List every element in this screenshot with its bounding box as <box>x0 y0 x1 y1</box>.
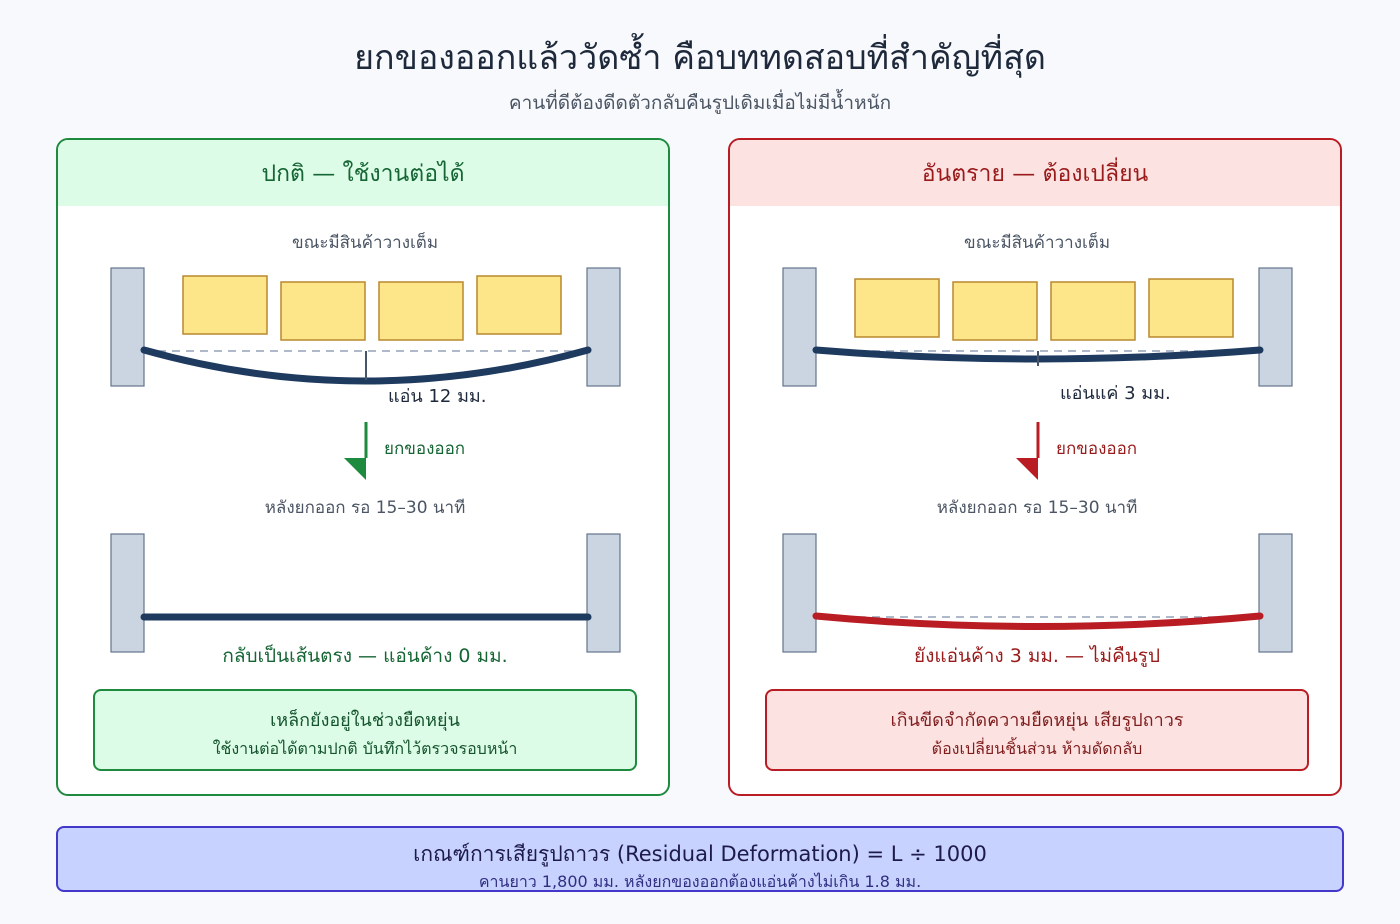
cargo-box-3 <box>1050 281 1136 341</box>
criterion-title: เกณฑ์การเสียรูปถาวร (Residual Deformatio… <box>413 842 987 866</box>
cargo-box-4 <box>476 275 562 335</box>
loaded-beam <box>140 346 592 385</box>
left-upright <box>782 267 817 387</box>
right-upright-after <box>1258 533 1293 653</box>
after-state-label: หลังยกออก รอ 15–30 นาที <box>265 498 466 518</box>
panel-normal: ขณะมีสินค้าวางเต็ม แอ่น 12 มม. ยกของออก … <box>56 138 670 796</box>
result-label: ยังแอ่นค้าง 3 มม. — ไม่คืนรูป <box>914 645 1160 667</box>
note-line-1: เหล็กยังอยู่ในช่วงยืดหยุ่น <box>270 710 460 731</box>
cargo-box-3 <box>378 281 464 341</box>
loaded-state-label: ขณะมีสินค้าวางเต็ม <box>292 231 438 253</box>
unload-arrow-label: ยกของออก <box>384 439 465 459</box>
right-upright <box>586 267 621 387</box>
note-line-2: ใช้งานต่อได้ตามปกติ บันทึกไว้ตรวจรอบหน้า <box>212 739 518 758</box>
criterion-detail: คานยาว 1,800 มม. หลังยกของออกต้องแอ่นค้า… <box>478 872 922 891</box>
panel-danger-diagram: ขณะมีสินค้าวางเต็ม แอ่นแค่ 3 มม. ยกของออ… <box>782 231 1293 667</box>
panel-normal-note: เหล็กยังอยู่ในช่วงยืดหยุ่น ใช้งานต่อได้ต… <box>93 689 637 771</box>
residual-beam <box>812 612 1264 630</box>
cargo-box-1 <box>854 278 940 338</box>
right-upright-after <box>586 533 621 653</box>
panel-danger: ขณะมีสินค้าวางเต็ม แอ่นแค่ 3 มม. ยกของออ… <box>728 138 1342 796</box>
panel-normal-header: ปกติ — ใช้งานต่อได้ <box>58 140 668 206</box>
left-upright <box>110 267 145 387</box>
unload-arrow-head <box>1016 458 1038 480</box>
result-label: กลับเป็นเส้นตรง — แอ่นค้าง 0 มม. <box>222 643 507 667</box>
page-subtitle: คานที่ดีต้องดีดตัวกลับคืนรูปเดิมเมื่อไม่… <box>508 92 892 114</box>
cargo-box-2 <box>952 281 1038 341</box>
cargo-box-4 <box>1148 278 1234 338</box>
note-line-2: ต้องเปลี่ยนชิ้นส่วน ห้ามดัดกลับ <box>931 739 1143 758</box>
left-upright-after <box>782 533 817 653</box>
deflection-label: แอ่น 12 มม. <box>388 386 487 407</box>
right-upright <box>1258 267 1293 387</box>
panel-danger-note: เกินขีดจำกัดความยืดหยุ่น เสียรูปถาวร ต้อ… <box>765 689 1309 771</box>
criterion-box: เกณฑ์การเสียรูปถาวร (Residual Deformatio… <box>56 826 1344 892</box>
page-title: ยกของออกแล้ววัดซ้ำ คือบททดสอบที่สำคัญที่… <box>354 38 1046 78</box>
after-state-label: หลังยกออก รอ 15–30 นาที <box>937 498 1138 518</box>
note-line-1: เกินขีดจำกัดความยืดหยุ่น เสียรูปถาวร <box>890 710 1184 731</box>
panel-normal-diagram: ขณะมีสินค้าวางเต็ม แอ่น 12 มม. ยกของออก … <box>110 231 621 667</box>
left-upright-after <box>110 533 145 653</box>
panel-danger-header: อันตราย — ต้องเปลี่ยน <box>730 140 1340 206</box>
loaded-state-label: ขณะมีสินค้าวางเต็ม <box>964 231 1110 253</box>
unload-arrow-head <box>344 458 366 480</box>
deflection-label: แอ่นแค่ 3 มม. <box>1060 383 1171 404</box>
cargo-box-2 <box>280 281 366 341</box>
unload-arrow-label: ยกของออก <box>1056 439 1137 459</box>
cargo-box-1 <box>182 275 268 335</box>
